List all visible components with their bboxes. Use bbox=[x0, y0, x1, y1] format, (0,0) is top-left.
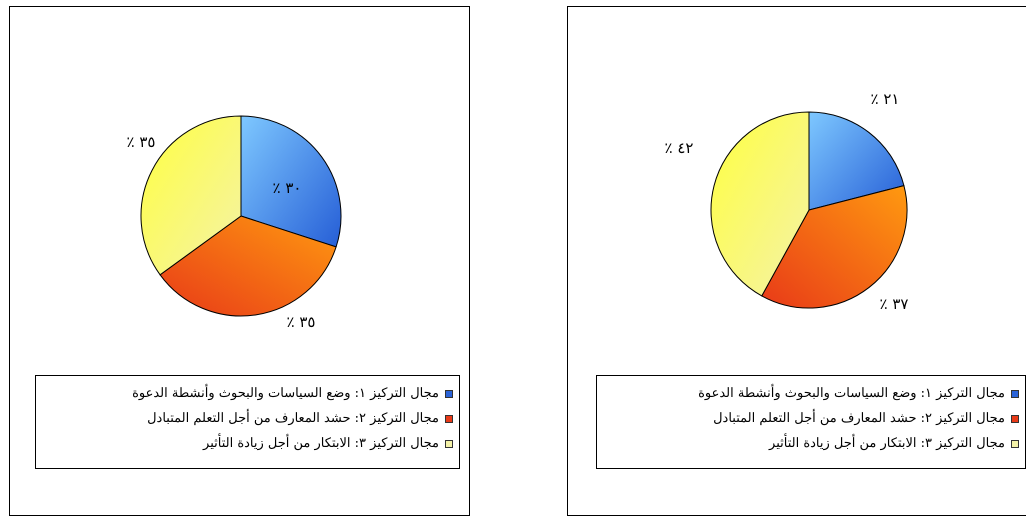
slice-value-label-2: ٪ ٣٥ bbox=[287, 313, 316, 331]
legend-label: مجال التركيز ١: وضع السياسات والبحوث وأن… bbox=[698, 386, 1005, 401]
legend-swatch-icon bbox=[1011, 439, 1019, 448]
legend-left: مجال التركيز ١: وضع السياسات والبحوث وأن… bbox=[35, 375, 460, 469]
slice-value-label-1: ٪ ٣٠ bbox=[273, 179, 302, 197]
legend-swatch-icon bbox=[445, 414, 453, 423]
pie-slice-1 bbox=[240, 115, 342, 248]
legend-label: مجال التركيز ١: وضع السياسات والبحوث وأن… bbox=[132, 386, 439, 401]
pie-chart-panel-left: ٪ ٣٠ ٪ ٣٥ ٪ ٣٥ مجال التركيز ١: وضع السياسا… bbox=[9, 6, 470, 516]
legend-label: مجال التركيز ٣: الابتكار من أجل زيادة ال… bbox=[769, 436, 1005, 451]
slice-value-label-3: ٪ ٤٢ bbox=[665, 139, 694, 157]
pie-slice-2 bbox=[159, 215, 337, 317]
legend-label: مجال التركيز ٢: حشد المعارف من أجل التعل… bbox=[713, 411, 1005, 426]
pie-chart-right: ٪ ٢١ ٪ ٣٧ ٪ ٤٢ bbox=[665, 90, 909, 313]
legend-item-3: مجال التركيز ٣: الابتكار من أجل زيادة ال… bbox=[36, 431, 453, 456]
legend-label: مجال التركيز ٣: الابتكار من أجل زيادة ال… bbox=[203, 436, 439, 451]
legend-swatch-icon bbox=[445, 439, 453, 448]
legend-swatch-icon bbox=[1011, 414, 1019, 423]
pie-slice-2 bbox=[761, 185, 908, 309]
legend-swatch-icon bbox=[445, 389, 453, 398]
pie-chart-panel-right: ٪ ٢١ ٪ ٣٧ ٪ ٤٢ مجال التركيز ١: وضع السياسا… bbox=[567, 6, 1026, 516]
legend-item-1: مجال التركيز ١: وضع السياسات والبحوث وأن… bbox=[597, 381, 1019, 406]
legend-item-2: مجال التركيز ٢: حشد المعارف من أجل التعل… bbox=[36, 406, 453, 431]
pie-chart-left: ٪ ٣٠ ٪ ٣٥ ٪ ٣٥ bbox=[127, 115, 342, 331]
legend-item-1: مجال التركيز ١: وضع السياسات والبحوث وأن… bbox=[36, 381, 453, 406]
legend-label: مجال التركيز ٢: حشد المعارف من أجل التعل… bbox=[147, 411, 439, 426]
pie-slice-3 bbox=[710, 111, 810, 297]
legend-item-3: مجال التركيز ٣: الابتكار من أجل زيادة ال… bbox=[597, 431, 1019, 456]
pie-slice-3 bbox=[140, 115, 242, 276]
legend-right: مجال التركيز ١: وضع السياسات والبحوث وأن… bbox=[596, 375, 1026, 469]
slice-value-label-1: ٪ ٢١ bbox=[871, 90, 900, 108]
slice-value-label-3: ٪ ٣٥ bbox=[127, 133, 156, 151]
slice-value-label-2: ٪ ٣٧ bbox=[880, 295, 909, 313]
legend-item-2: مجال التركيز ٢: حشد المعارف من أجل التعل… bbox=[597, 406, 1019, 431]
pie-slice-1 bbox=[808, 111, 905, 211]
legend-swatch-icon bbox=[1011, 389, 1019, 398]
